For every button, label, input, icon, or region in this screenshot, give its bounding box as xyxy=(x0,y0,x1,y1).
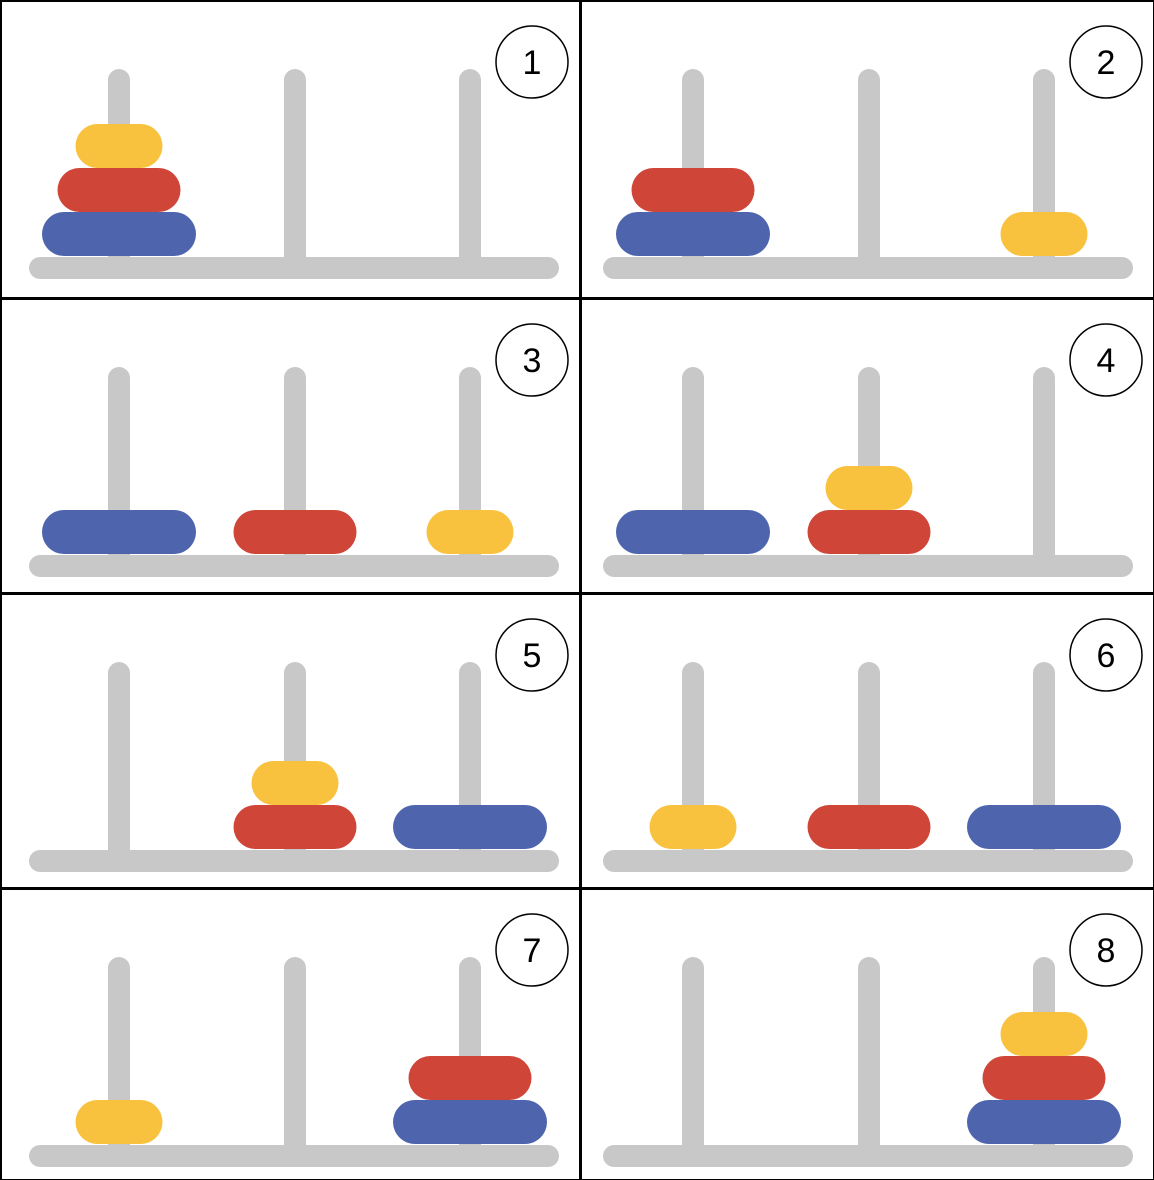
step-panel-7: 7 xyxy=(0,888,581,1180)
hanoi-illustration: 3 xyxy=(0,298,581,594)
step-number-circle xyxy=(1069,323,1143,397)
hanoi-illustration: 4 xyxy=(580,298,1154,594)
disk-medium xyxy=(982,1056,1106,1100)
disk-medium xyxy=(631,168,755,212)
disk-large xyxy=(616,510,770,554)
step-number: 2 xyxy=(1097,44,1116,82)
step-number-circle xyxy=(495,913,569,987)
disk-large xyxy=(42,212,196,256)
hanoi-illustration: 1 xyxy=(0,0,581,299)
step-number-circle xyxy=(495,25,569,99)
panel-border xyxy=(580,888,1154,1180)
step-number-circle xyxy=(495,323,569,397)
disk-medium xyxy=(233,805,357,849)
hanoi-illustration: 8 xyxy=(580,888,1154,1180)
step-number-circle xyxy=(495,618,569,692)
step-number: 3 xyxy=(523,342,542,380)
disk-medium xyxy=(408,1056,532,1100)
disk-small xyxy=(426,510,514,554)
step-panel-4: 4 xyxy=(580,298,1154,594)
disk-large xyxy=(967,805,1121,849)
disk-medium xyxy=(807,510,931,554)
disk-large xyxy=(967,1100,1121,1144)
step-number: 6 xyxy=(1097,637,1116,675)
step-number-circle xyxy=(1069,25,1143,99)
step-number: 7 xyxy=(523,932,542,970)
disk-large xyxy=(393,1100,547,1144)
hanoi-illustration: 2 xyxy=(580,0,1154,299)
step-number-circle xyxy=(1069,913,1143,987)
disk-small xyxy=(75,1100,163,1144)
hanoi-illustration: 7 xyxy=(0,888,581,1180)
disk-large xyxy=(42,510,196,554)
step-number: 8 xyxy=(1097,932,1116,970)
step-number: 4 xyxy=(1097,342,1116,380)
disk-small xyxy=(251,761,339,805)
step-panel-1: 1 xyxy=(0,0,581,299)
hanoi-illustration: 6 xyxy=(580,593,1154,889)
step-panel-8: 8 xyxy=(580,888,1154,1180)
step-panel-5: 5 xyxy=(0,593,581,889)
disk-medium xyxy=(807,805,931,849)
disk-medium xyxy=(57,168,181,212)
disk-medium xyxy=(233,510,357,554)
disk-small xyxy=(649,805,737,849)
step-panel-3: 3 xyxy=(0,298,581,594)
disk-small xyxy=(1000,1012,1088,1056)
step-number: 1 xyxy=(523,44,542,82)
disk-small xyxy=(75,124,163,168)
disk-large xyxy=(393,805,547,849)
step-panel-2: 2 xyxy=(580,0,1154,299)
step-number-circle xyxy=(1069,618,1143,692)
step-number: 5 xyxy=(523,637,542,675)
disk-small xyxy=(1000,212,1088,256)
hanoi-illustration: 5 xyxy=(0,593,581,889)
step-panel-6: 6 xyxy=(580,593,1154,889)
disk-large xyxy=(616,212,770,256)
disk-small xyxy=(825,466,913,510)
